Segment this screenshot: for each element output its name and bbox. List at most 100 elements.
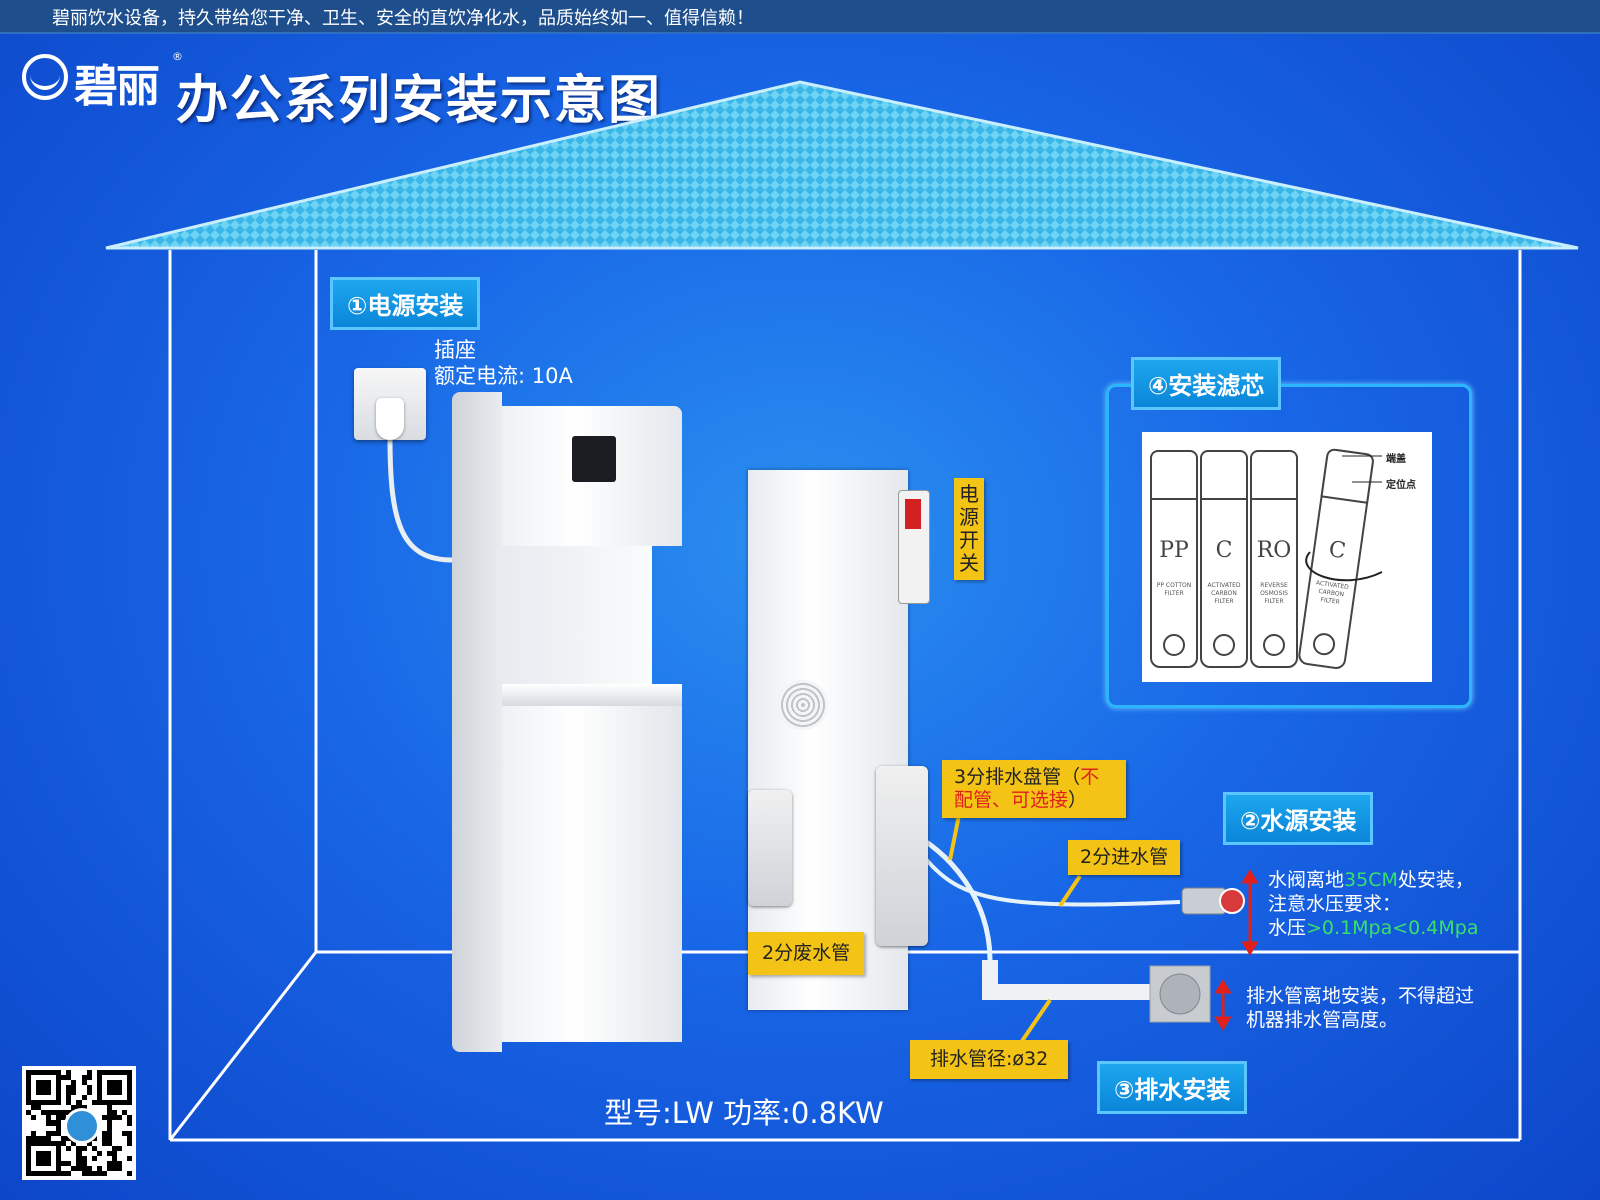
power-cable: [387, 437, 453, 563]
qr-cell: [41, 1110, 47, 1116]
pressure-range: 水压>0.1Mpa<0.4Mpa: [1268, 917, 1479, 939]
qr-cell: [36, 1085, 42, 1091]
qr-cell: [71, 1085, 77, 1091]
qr-cell: [76, 1155, 82, 1161]
qr-cell: [111, 1110, 117, 1116]
qr-cell: [76, 1100, 82, 1106]
drain-coil-label: 3分排水盘管（不 配管、可选接）: [942, 760, 1126, 818]
qr-cell: [76, 1150, 82, 1156]
qr-cell: [126, 1075, 132, 1081]
qr-cell: [46, 1080, 52, 1086]
qr-cell: [56, 1155, 62, 1161]
qr-cell: [76, 1145, 82, 1151]
qr-cell: [56, 1160, 62, 1166]
qr-cell: [81, 1155, 87, 1161]
qr-cell: [81, 1145, 87, 1151]
qr-cell: [66, 1145, 72, 1151]
qr-cell: [36, 1100, 42, 1106]
qr-cell: [36, 1150, 42, 1156]
qr-cell: [26, 1135, 32, 1141]
qr-cell: [71, 1105, 77, 1111]
qr-cell: [56, 1145, 62, 1151]
qr-cell: [71, 1140, 77, 1146]
qr-cell: [41, 1080, 47, 1086]
qr-cell: [26, 1080, 32, 1086]
inlet-drain-ports: [876, 766, 928, 946]
qr-cell: [121, 1130, 127, 1136]
qr-cell: [111, 1150, 117, 1156]
qr-cell: [96, 1085, 102, 1091]
qr-cell: [31, 1140, 37, 1146]
qr-cell: [126, 1085, 132, 1091]
page-title: 办公系列安装示意图: [176, 71, 663, 131]
qr-cell: [46, 1160, 52, 1166]
qr-cell: [51, 1130, 57, 1136]
qr-code[interactable]: [22, 1066, 136, 1180]
qr-cell: [96, 1090, 102, 1096]
qr-cell: [96, 1095, 102, 1101]
qr-cell: [126, 1120, 132, 1126]
qr-cell: [26, 1145, 32, 1151]
qr-cell: [106, 1135, 112, 1141]
qr-cell: [86, 1140, 92, 1146]
qr-cell: [106, 1105, 112, 1111]
qr-cell: [56, 1080, 62, 1086]
qr-cell: [106, 1090, 112, 1096]
qr-cell: [106, 1085, 112, 1091]
qr-cell: [81, 1170, 87, 1176]
qr-cell: [56, 1095, 62, 1101]
qr-cell: [66, 1095, 72, 1101]
qr-cell: [41, 1140, 47, 1146]
qr-cell: [116, 1145, 122, 1151]
qr-logo-icon: [64, 1108, 100, 1144]
qr-cell: [96, 1080, 102, 1086]
qr-cell: [56, 1120, 62, 1126]
qr-cell: [56, 1085, 62, 1091]
qr-cell: [56, 1100, 62, 1106]
qr-cell: [86, 1170, 92, 1176]
top-banner: 碧丽饮水设备，持久带给您干净、卫生、安全的直饮净化水，品质始终如一、值得信赖！: [0, 0, 1600, 34]
qr-cell: [96, 1100, 102, 1106]
qr-cell: [66, 1070, 72, 1076]
qr-cell: [116, 1100, 122, 1106]
qr-cell: [46, 1110, 52, 1116]
qr-cell: [56, 1070, 62, 1076]
inlet-pipe-label: 2分进水管: [1068, 840, 1181, 875]
qr-cell: [46, 1070, 52, 1076]
qr-cell: [36, 1170, 42, 1176]
qr-cell: [51, 1070, 57, 1076]
qr-cell: [106, 1115, 112, 1121]
qr-cell: [56, 1125, 62, 1131]
qr-cell: [121, 1100, 127, 1106]
qr-cell: [91, 1155, 97, 1161]
qr-cell: [36, 1160, 42, 1166]
qr-cell: [56, 1110, 62, 1116]
control-panel: [572, 436, 616, 482]
qr-cell: [41, 1160, 47, 1166]
qr-cell: [126, 1095, 132, 1101]
qr-cell: [71, 1090, 77, 1096]
qr-cell: [126, 1170, 132, 1176]
qr-cell: [36, 1135, 42, 1141]
qr-cell: [96, 1075, 102, 1081]
power-plug: [376, 398, 404, 440]
qr-cell: [111, 1155, 117, 1161]
qr-cell: [116, 1085, 122, 1091]
qr-cell: [66, 1170, 72, 1176]
qr-cell: [96, 1170, 102, 1176]
qr-cell: [41, 1135, 47, 1141]
qr-cell: [86, 1075, 92, 1081]
qr-cell: [101, 1070, 107, 1076]
filter-cartridge-pp: PP PP COTTON FILTER: [1150, 450, 1198, 668]
qr-cell: [41, 1090, 47, 1096]
qr-cell: [36, 1140, 42, 1146]
qr-cell: [81, 1075, 87, 1081]
qr-cell: [41, 1100, 47, 1106]
qr-cell: [61, 1170, 67, 1176]
qr-cell: [66, 1160, 72, 1166]
qr-cell: [46, 1150, 52, 1156]
qr-cell: [86, 1090, 92, 1096]
qr-cell: [66, 1100, 72, 1106]
qr-cell: [46, 1140, 52, 1146]
qr-cell: [121, 1110, 127, 1116]
